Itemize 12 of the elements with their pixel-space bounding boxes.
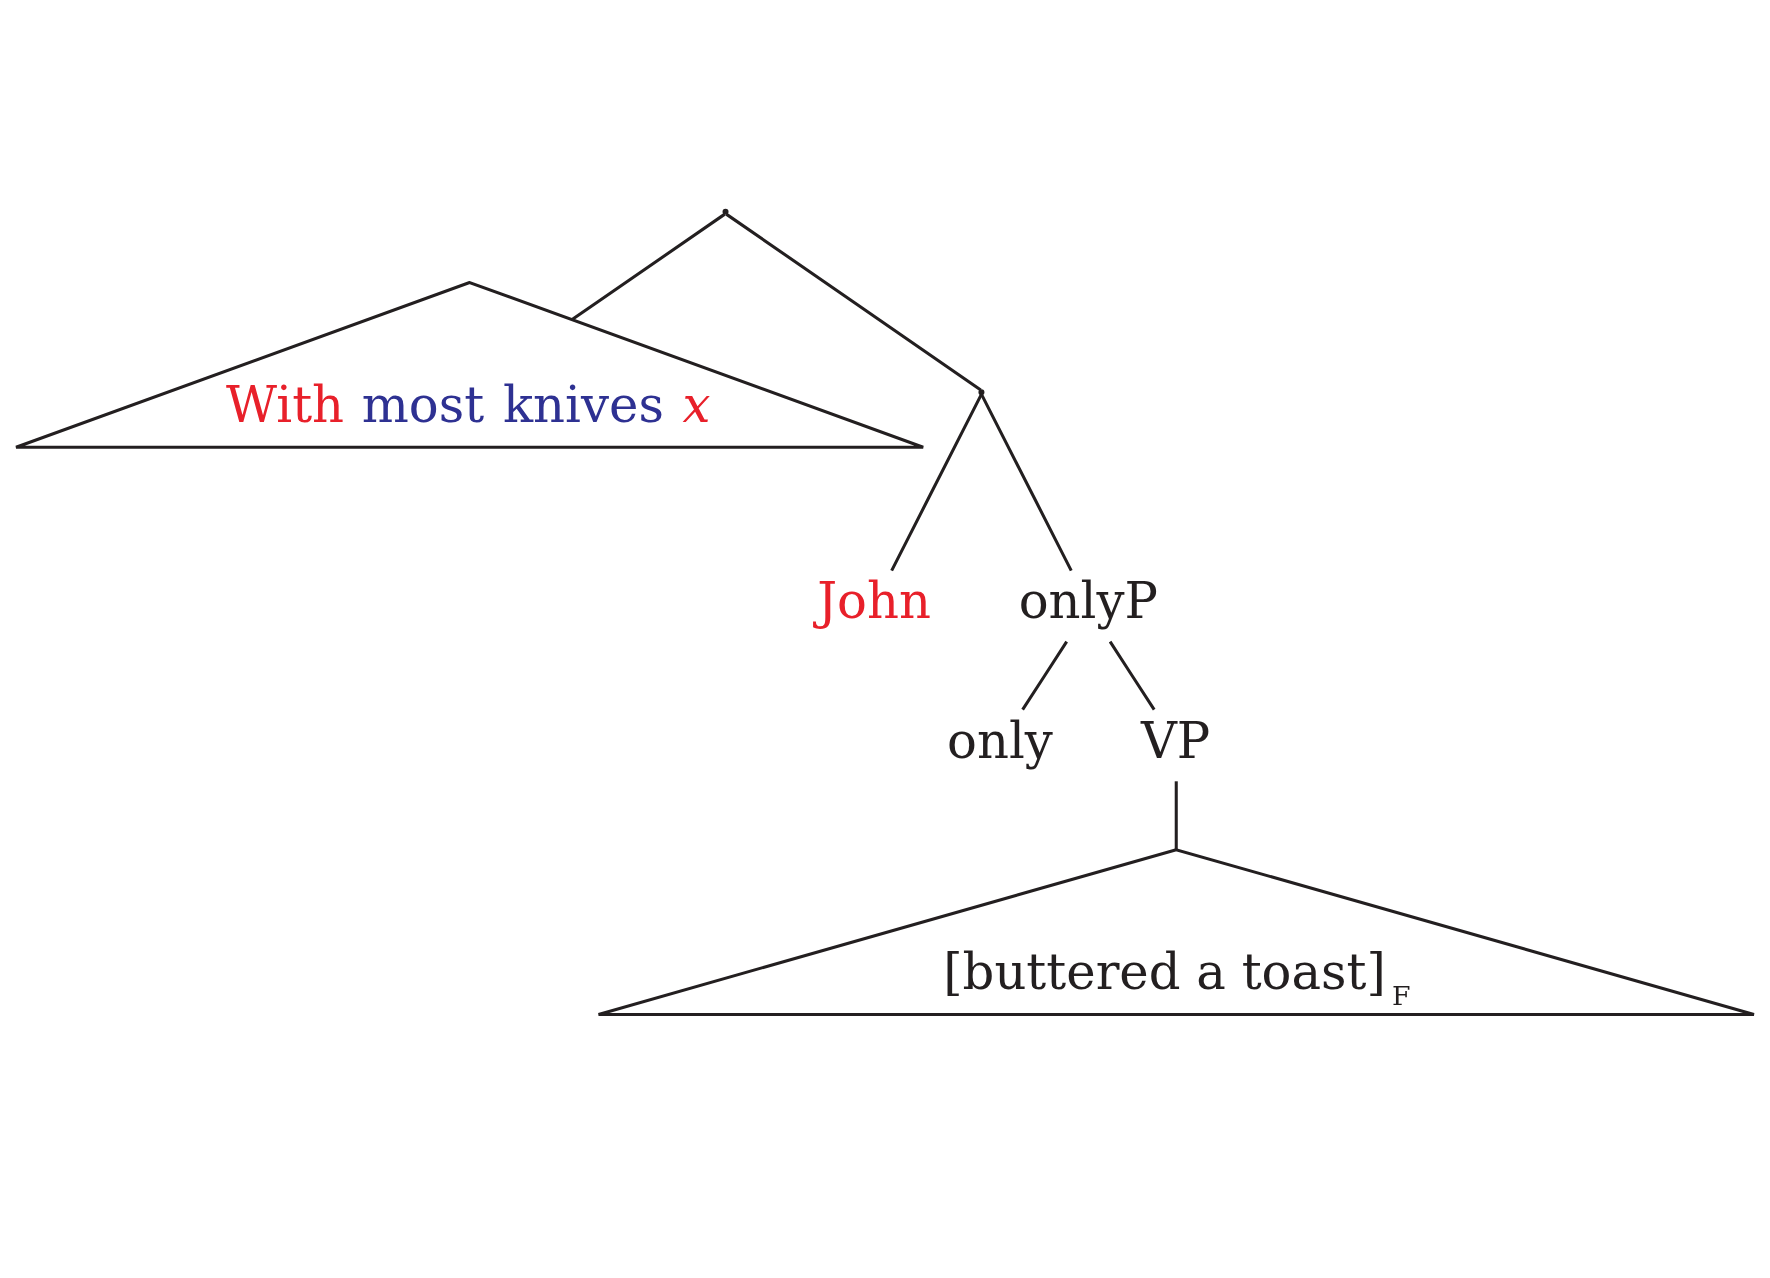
node-text: only	[947, 711, 1053, 770]
connector	[1021, 640, 1068, 710]
connector	[571, 212, 726, 321]
connector	[1174, 780, 1178, 849]
node-point	[978, 388, 985, 395]
connector	[890, 393, 983, 571]
connector	[1108, 640, 1156, 710]
node-text: VP	[1140, 711, 1211, 770]
node-text: onlyP	[1018, 571, 1158, 630]
connector	[725, 212, 982, 391]
node-point	[722, 208, 729, 215]
connector	[980, 393, 1073, 571]
